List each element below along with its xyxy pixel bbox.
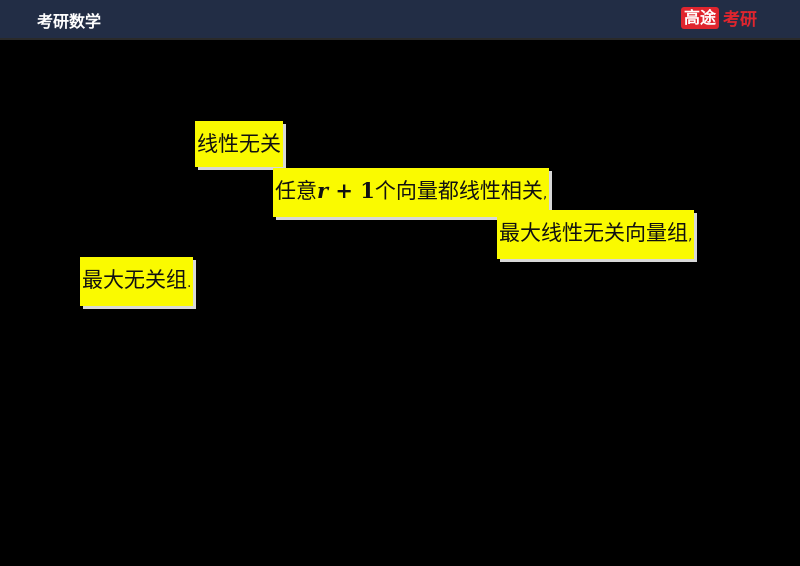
header-bar: 考研数学 高途 考研 [0, 0, 800, 40]
math-variable-r: r [317, 178, 329, 203]
brand-logo-text: 考研 [723, 10, 758, 30]
highlight-text-suffix: 个向量都线性相关 [374, 179, 543, 203]
highlight-text-prefix: 任意 [275, 179, 317, 203]
highlight-text: 线性无关 [197, 132, 281, 156]
punctuation: , [688, 228, 693, 244]
highlight-any-r-plus-1-vectors: 任意r + 1个向量都线性相关, [273, 168, 550, 217]
punctuation: . [187, 275, 192, 291]
course-title: 考研数学 [37, 12, 102, 31]
brand-logo: 高途 考研 [681, 5, 757, 30]
highlight-text: 最大线性无关向量组 [499, 221, 688, 245]
math-number: 1 [360, 178, 375, 203]
highlight-linear-independent: 线性无关 [195, 121, 283, 167]
highlight-text: 最大无关组 [82, 268, 187, 292]
highlight-maximal-independent-set: 最大线性无关向量组, [497, 210, 695, 259]
math-operator: + [328, 178, 361, 203]
punctuation: , [542, 186, 548, 202]
brand-logo-box: 高途 [681, 6, 720, 29]
highlight-maximal-independent-group: 最大无关组. [80, 257, 194, 306]
